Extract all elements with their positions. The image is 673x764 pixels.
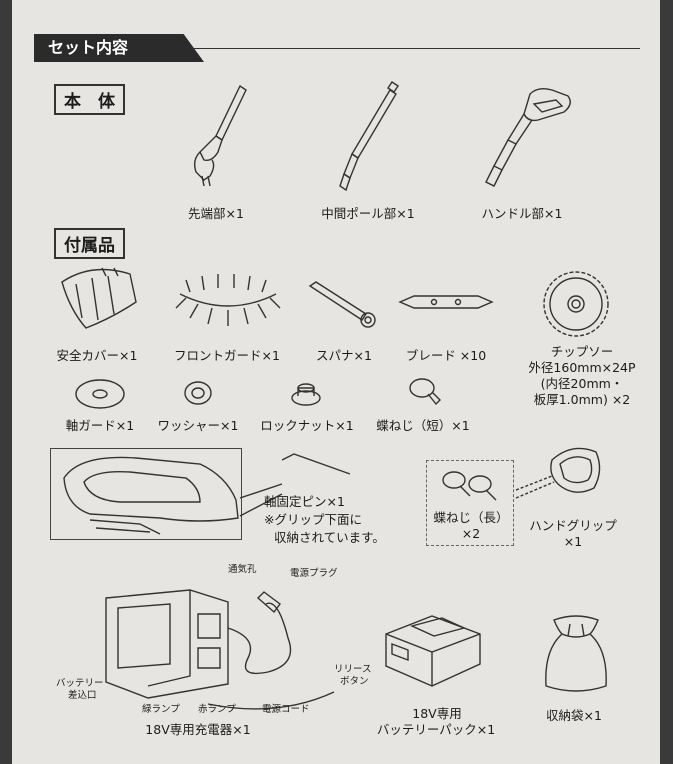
hand-grip-illustration — [515, 447, 601, 499]
power-plug-label: 電源プラグ — [290, 568, 338, 579]
handle-part-illustration — [485, 87, 571, 187]
grip-closeup-box — [50, 448, 242, 540]
red-lamp-label: 赤ランプ — [198, 704, 236, 715]
middle-pole-illustration — [339, 81, 399, 192]
blade-label: ブレード ×10 — [405, 348, 487, 363]
front-guard-label: フロントガード×1 — [174, 348, 280, 363]
spanner-label: スパナ×1 — [316, 348, 372, 363]
long-wing-screw-label-1: 蝶ねじ（長） — [433, 510, 509, 525]
hand-grip-label-2: ×1 — [563, 534, 583, 549]
safety-cover-illustration — [61, 267, 137, 329]
spanner-illustration — [308, 281, 376, 328]
tip-part-illustration — [193, 84, 247, 187]
handle-part-label: ハンドル部×1 — [481, 206, 563, 221]
vent-label: 通気孔 — [228, 564, 257, 575]
storage-bag-illustration — [545, 615, 607, 692]
short-wing-screw-illustration — [409, 378, 441, 406]
middle-pole-label: 中間ポール部×1 — [321, 206, 415, 221]
battery-pack-label-2: バッテリーパック×1 — [376, 722, 496, 737]
manual-page: セット内容 本 体 先端部×1 中間ポール部×1 ハンドル部×1 付属品 安全カ… — [12, 0, 660, 764]
battery-slot-label-2: 差込口 — [68, 690, 97, 701]
pin-note-1: ※グリップ下面に — [264, 512, 362, 527]
chip-saw-label-3: (内径20mm・ — [540, 376, 624, 391]
safety-cover-label: 安全カバー×1 — [56, 348, 138, 363]
title-rule — [192, 48, 640, 49]
charger-illustration — [105, 589, 335, 710]
long-screw-box — [426, 460, 514, 546]
set-contents-title: セット内容 — [34, 34, 204, 62]
grip-closeup-illustration — [63, 453, 351, 535]
chip-saw-label-1: チップソー — [550, 344, 614, 359]
pin-note-2: 収納されています。 — [274, 530, 385, 545]
tip-part-label: 先端部×1 — [188, 206, 244, 221]
battery-slot-label-1: バッテリー — [56, 678, 104, 689]
chip-saw-label-2: 外径160mm×24P — [528, 360, 636, 375]
battery-pack-illustration — [385, 615, 481, 687]
lock-nut-label: ロックナット×1 — [260, 418, 354, 433]
chip-saw-illustration — [543, 271, 609, 337]
storage-bag-label: 収納袋×1 — [546, 708, 602, 723]
section-accessories: 付属品 — [54, 228, 125, 259]
lock-nut-illustration — [291, 383, 321, 406]
long-wing-screw-label-2: ×2 — [461, 526, 481, 541]
shaft-guard-label: 軸ガード×1 — [65, 418, 135, 433]
power-cord-label: 電源コード — [262, 704, 310, 715]
release-button-label-1: リリース — [334, 664, 372, 675]
short-wing-screw-label: 蝶ねじ（短）×1 — [376, 418, 470, 433]
charger-label: 18V専用充電器×1 — [145, 722, 251, 737]
blade-illustration — [398, 295, 494, 309]
battery-pack-label-1: 18V専用 — [412, 706, 462, 721]
hand-grip-label-1: ハンドグリップ — [529, 518, 617, 533]
shaft-pin-label: 軸固定ピン×1 — [264, 494, 345, 509]
chip-saw-label-4: 板厚1.0mm) ×2 — [533, 392, 631, 407]
washer-illustration — [184, 381, 212, 405]
front-guard-illustration — [175, 274, 281, 326]
shaft-guard-illustration — [75, 379, 125, 409]
release-button-label-2: ボタン — [340, 676, 369, 687]
washer-label: ワッシャー×1 — [157, 418, 239, 433]
long-wing-screw-illustration — [442, 471, 497, 501]
section-main-body: 本 体 — [54, 84, 125, 115]
green-lamp-label: 緑ランプ — [142, 704, 180, 715]
